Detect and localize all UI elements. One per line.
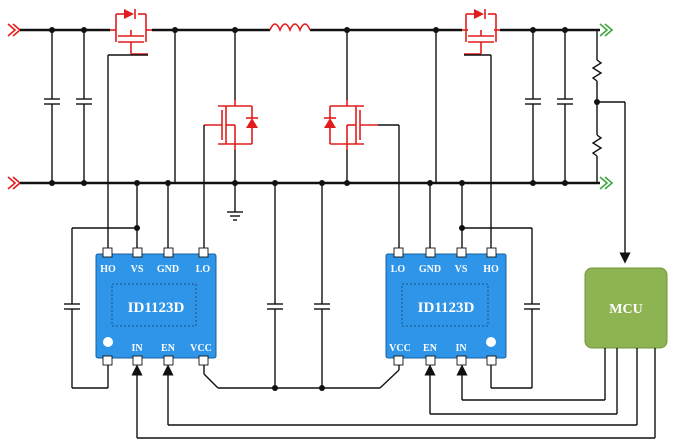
input-capacitor-2 bbox=[76, 30, 92, 183]
divider-resistor-top bbox=[591, 30, 603, 102]
output-capacitor-1 bbox=[525, 30, 541, 183]
chip-right-pin-vs: VS bbox=[455, 264, 468, 275]
high-side-mosfet-input bbox=[110, 9, 152, 55]
input-terminal-bottom bbox=[7, 176, 22, 190]
chip-right-pin-en: EN bbox=[423, 343, 438, 354]
driver-chip-right: ID1123D LO GND VS HO VCC EN IN bbox=[385, 247, 507, 366]
chip-left-pin-gnd: GND bbox=[157, 264, 179, 275]
feedback-wire bbox=[597, 101, 631, 264]
mcu-block: MCU bbox=[584, 267, 668, 349]
vcc-link bbox=[107, 365, 492, 389]
input-terminal-top bbox=[7, 23, 22, 37]
chip-right-pin-lo: LO bbox=[391, 264, 406, 275]
vcc-capacitor-left bbox=[267, 183, 283, 388]
chip-left-pin-en: EN bbox=[161, 343, 176, 354]
inductor bbox=[269, 23, 311, 33]
left-switch-leg bbox=[227, 30, 243, 221]
bootstrap-capacitor-right bbox=[462, 227, 540, 389]
junctions bbox=[49, 27, 600, 391]
low-side-mosfet-right bbox=[324, 100, 378, 150]
divider-resistor-bottom bbox=[591, 102, 603, 183]
mcu-control-lines bbox=[131, 348, 656, 439]
chip-left-pin-vcc: VCC bbox=[190, 343, 212, 354]
chip-left-pin-in: IN bbox=[131, 343, 143, 354]
bootstrap-capacitor-left bbox=[64, 227, 137, 389]
chip-left-pin-lo: LO bbox=[196, 264, 211, 275]
chip-left-name: ID1123D bbox=[128, 300, 185, 316]
chip-right-name: ID1123D bbox=[418, 300, 475, 316]
chip-left-pin-ho: HO bbox=[100, 264, 116, 275]
high-side-mosfet-output bbox=[462, 9, 500, 55]
input-capacitor-1 bbox=[44, 30, 60, 183]
output-capacitor-2 bbox=[557, 30, 573, 183]
chip-right-pin-gnd: GND bbox=[419, 264, 441, 275]
left-chip-top-wires bbox=[107, 30, 205, 252]
output-terminal-top bbox=[599, 23, 614, 37]
chip-left-pin-vs: VS bbox=[131, 264, 144, 275]
right-chip-top-wires bbox=[378, 30, 492, 252]
vcc-capacitor-right bbox=[314, 183, 330, 388]
mcu-label: MCU bbox=[609, 302, 642, 317]
low-side-mosfet-left bbox=[204, 100, 258, 150]
driver-chip-left: ID1123D HO VS GND LO IN EN VCC bbox=[95, 247, 217, 366]
chip-right-pin-vcc: VCC bbox=[389, 343, 411, 354]
output-terminal-bottom bbox=[599, 176, 614, 190]
chip-right-pin-in: IN bbox=[455, 343, 467, 354]
chip-right-pin-ho: HO bbox=[483, 264, 499, 275]
